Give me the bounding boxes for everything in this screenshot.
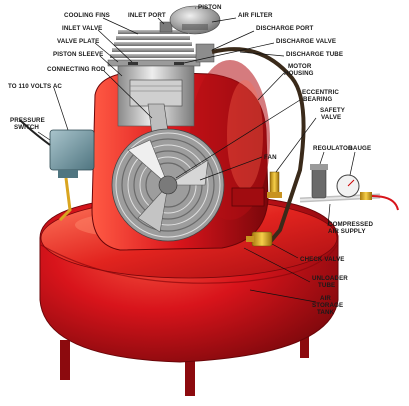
label-to-110-volts: TO 110 VOLTS AC — [8, 83, 62, 90]
discharge-tube — [211, 47, 306, 244]
check-valve — [246, 231, 273, 247]
eccentric-bearing — [158, 175, 178, 195]
label-pressure: PRESSURE — [10, 117, 45, 124]
discharge-valve — [174, 62, 184, 65]
safety-valve — [267, 171, 282, 198]
power-cord — [19, 119, 51, 146]
label-inlet-port: INLET PORT — [128, 12, 166, 19]
label-unloader: UNLOADER — [312, 275, 348, 282]
label-air-supply: AIR SUPPLY — [328, 228, 366, 235]
label-safety: SAFETY — [320, 107, 346, 114]
regulator-assembly — [299, 164, 399, 211]
valve-plate — [107, 59, 201, 67]
leader-lines — [37, 7, 356, 303]
air-supply-line — [371, 195, 399, 211]
label-bearing: BEARING — [303, 96, 332, 103]
label-cooling-fins: COOLING FINS — [64, 12, 110, 19]
label-connecting-rod: CONNECTING ROD — [47, 66, 106, 73]
label-piston: PISTON — [198, 4, 222, 11]
label-housing: HOUSING — [284, 70, 314, 77]
label-discharge-port: DISCHARGE PORT — [256, 25, 314, 32]
label-check-valve: CHECK VALVE — [300, 256, 345, 263]
label-compressed: COMPRESSED — [328, 221, 373, 228]
discharge-port — [195, 43, 215, 63]
labels: COOLING FINS INLET PORT PISTON AIR FILTE… — [8, 4, 373, 316]
label-motor: MOTOR — [288, 63, 312, 70]
label-eccentric: ECCENTRIC — [302, 89, 339, 96]
label-inlet-valve: INLET VALVE — [62, 25, 102, 32]
label-discharge-valve: DISCHARGE VALVE — [276, 38, 336, 45]
inlet-port — [159, 21, 173, 33]
label-piston-sleeve: PISTON SLEEVE — [53, 51, 103, 58]
label-fan: FAN — [264, 154, 277, 161]
label-tank: TANK — [317, 309, 335, 316]
fan — [111, 128, 225, 242]
label-discharge-tube: DISCHARGE TUBE — [286, 51, 343, 58]
label-air-filter: AIR FILTER — [238, 12, 273, 19]
label-switch: SWITCH — [14, 124, 39, 131]
piston — [129, 79, 183, 107]
inlet-valve — [128, 62, 138, 65]
label-valve-plate: VALVE PLATE — [57, 38, 99, 45]
label-air: AIR — [320, 295, 331, 302]
label-tube: TUBE — [318, 282, 335, 289]
label-regulator: REGULATOR — [313, 145, 353, 152]
regulator — [311, 167, 327, 199]
label-storage: STORAGE — [312, 302, 343, 309]
label-valve: VALVE — [321, 114, 341, 121]
label-gauge: GAUGE — [348, 145, 371, 152]
cooling-fins — [110, 30, 196, 58]
pressure-switch — [19, 119, 95, 222]
